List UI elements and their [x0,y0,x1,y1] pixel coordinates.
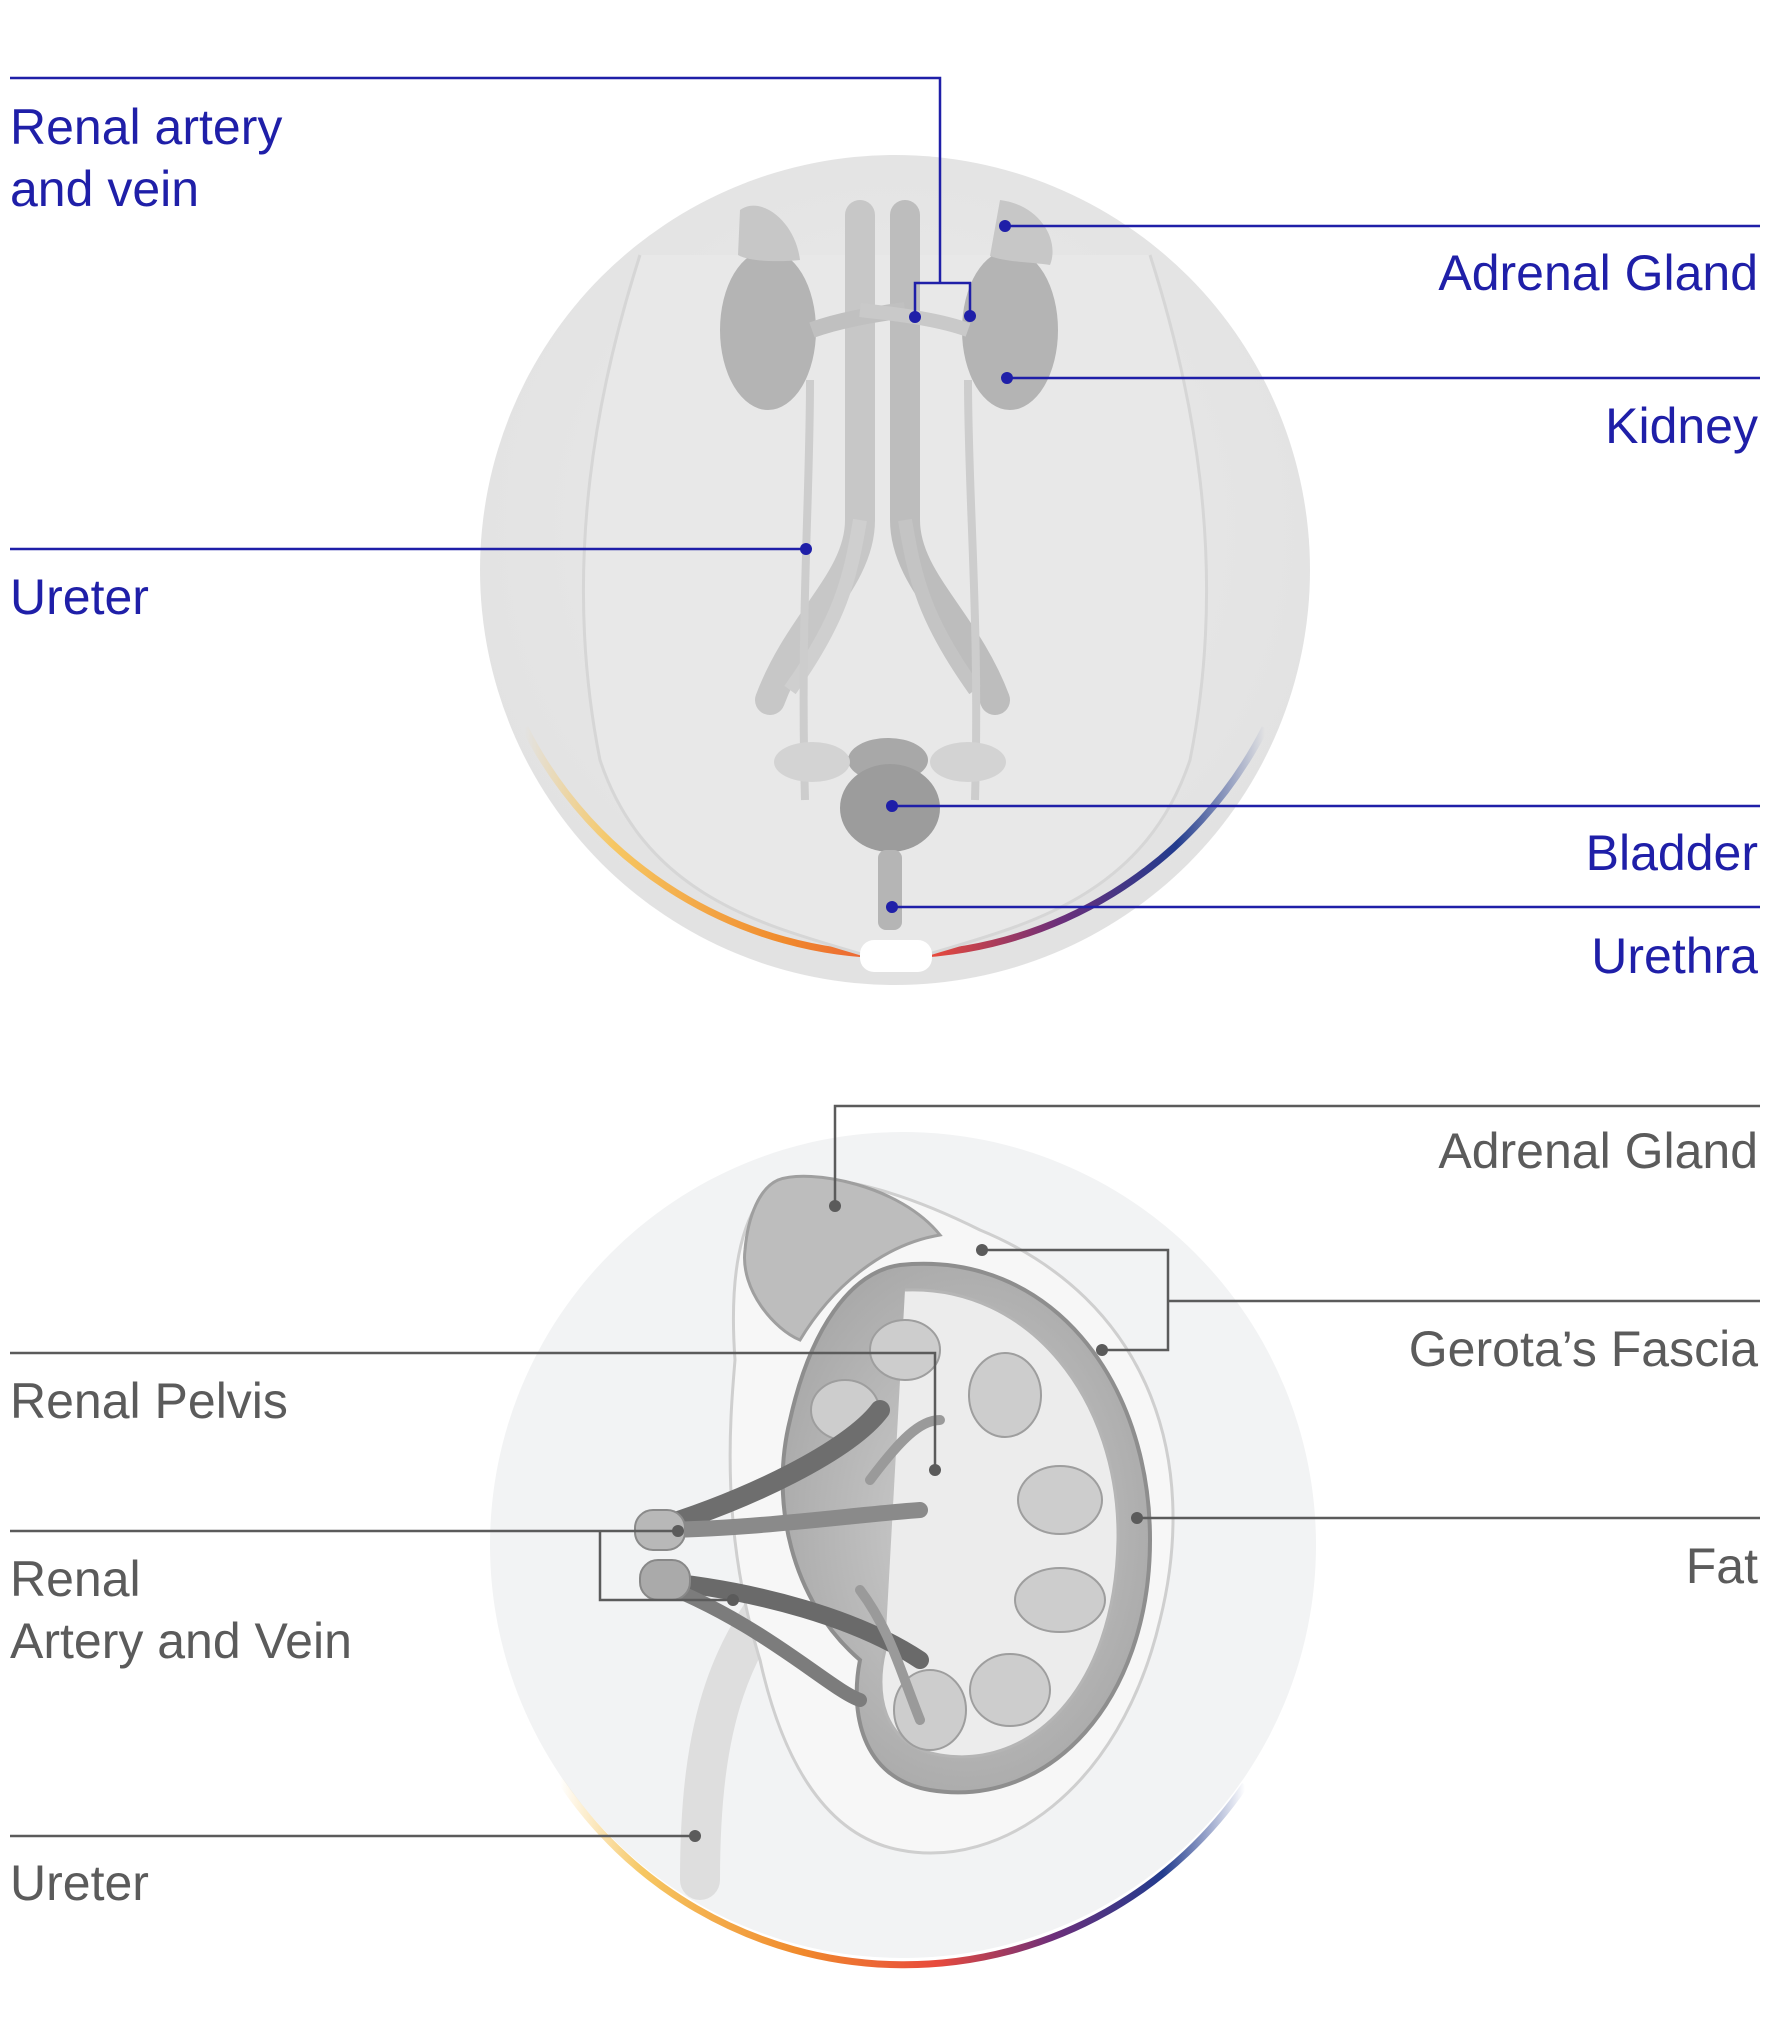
leader-adrenal-gland-bottom [833,1104,1760,1206]
renal-pyramids [810,1319,1106,1751]
right-ureter [964,379,981,801]
leader-renal-pelvis [10,1351,937,1470]
top-leader-dots [800,220,1013,913]
bottom-gradient-ring [557,1778,1248,1969]
top-leader-lines [10,76,1760,909]
label-renal-pelvis: Renal Pelvis [10,1373,288,1429]
left-kidney [720,250,816,410]
label-renal-artery-vein-line1: Renal artery [10,99,283,155]
label-fat: Fat [1685,1538,1758,1594]
left-ureter [799,379,814,801]
label-bladder: Bladder [1585,825,1758,881]
bottom-leader-lines [10,1104,1760,1838]
urethra-shape [878,850,902,930]
label-adrenal-gland-bottom: Adrenal Gland [1438,1123,1758,1179]
right-adrenal [990,200,1053,265]
label-urethra: Urethra [1591,928,1758,984]
label-renal-artery-vein-bottom-line1: Renal [10,1551,141,1607]
label-gerotas-fascia: Gerota’s Fascia [1408,1321,1758,1377]
leader-renal-artery-vein [10,76,942,283]
bottom-leader-dots [672,1200,1143,1842]
label-ureter-bottom: Ureter [10,1855,149,1911]
label-renal-artery-vein-bottom-line2: Artery and Vein [10,1613,352,1669]
left-adrenal [738,205,800,262]
adrenal-gland-shape [743,1174,943,1342]
leader-renal-artery-vein [598,1531,733,1602]
crotch-gap [860,940,932,972]
label-ureter: Ureter [10,569,149,625]
label-kidney: Kidney [1605,398,1758,454]
renal-vessels [640,1400,945,1725]
label-adrenal-gland: Adrenal Gland [1438,245,1758,301]
top-anatomy-illustration [480,155,1310,985]
label-renal-artery-vein-line2: and vein [10,161,200,217]
right-kidney [962,250,1058,410]
bottom-kidney-illustration [490,1132,1316,1969]
kidney-cortex [879,1288,1120,1759]
